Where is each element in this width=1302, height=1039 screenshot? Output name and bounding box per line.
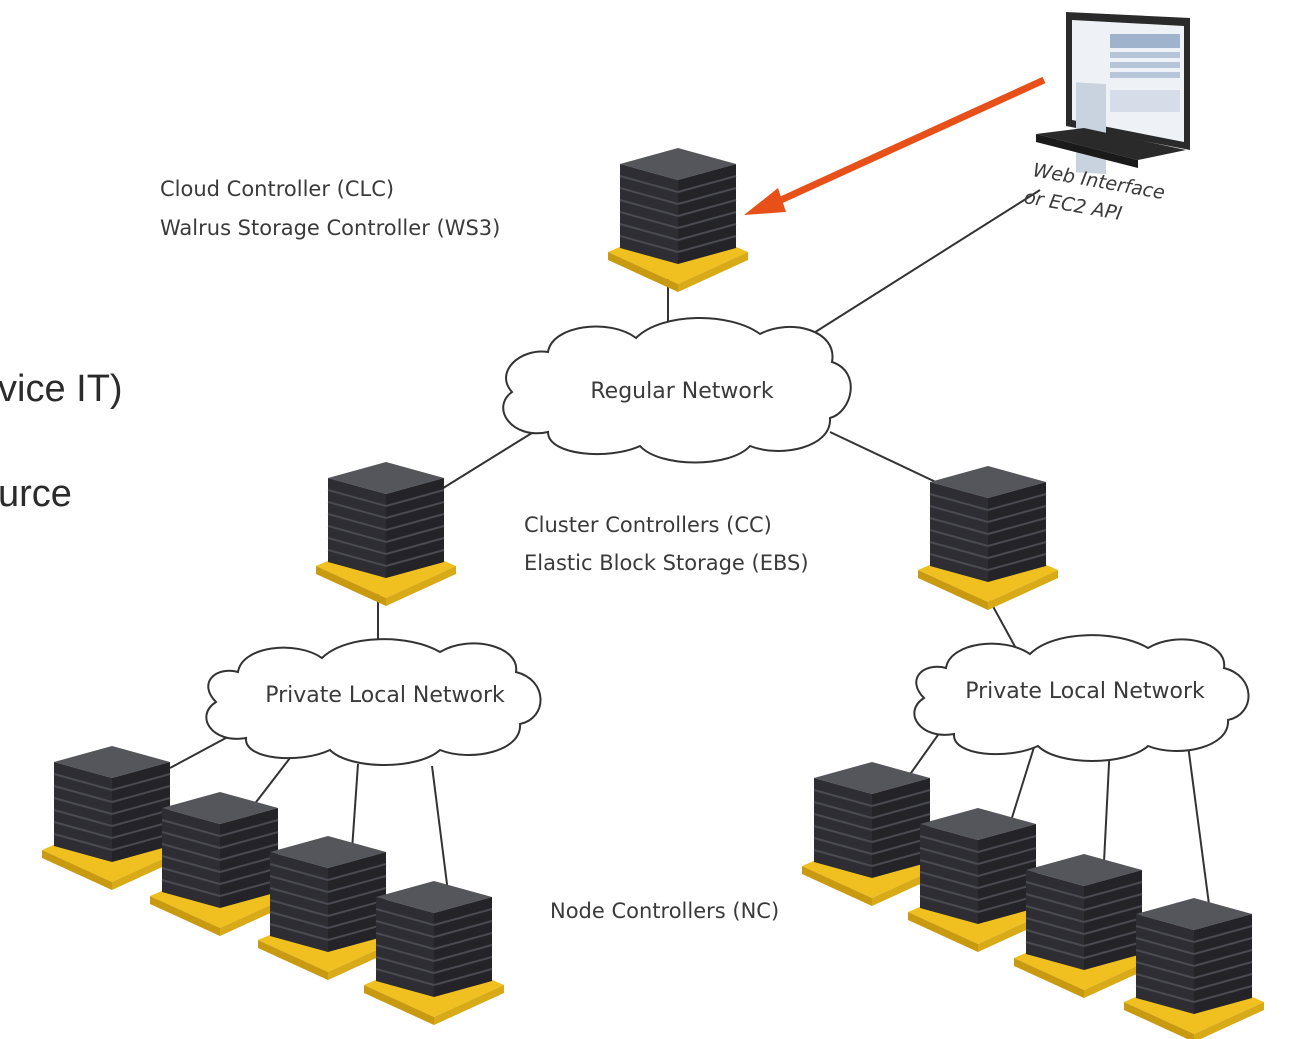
regular-network-label: Regular Network: [590, 379, 773, 404]
node-controller-left-1: [41, 745, 183, 891]
orange-arrow: [744, 76, 1046, 215]
regular-network-cloud: [502, 317, 852, 464]
cloud-controller-server: [607, 147, 749, 293]
node-controller-right-3: [1013, 853, 1155, 999]
node-controller-right-4: [1123, 897, 1265, 1039]
cc-label-line2: Elastic Block Storage (EBS): [524, 551, 809, 575]
private-network-left-cloud: [205, 638, 542, 766]
private-network-right-cloud: [913, 634, 1250, 762]
node-controller-left-4: [363, 880, 505, 1026]
private-network-left-label: Private Local Network: [265, 683, 505, 708]
computer-icon: [1036, 12, 1190, 174]
node-controller-left-2: [149, 791, 291, 937]
slide-text-fragment-2: urce: [0, 473, 72, 515]
cluster-controller-left-server: [315, 461, 457, 607]
slide-text-fragment-1: vice IT): [0, 368, 123, 410]
nc-label: Node Controllers (NC): [550, 899, 779, 923]
cc-label-line1: Cluster Controllers (CC): [524, 513, 772, 537]
clc-label-line2: Walrus Storage Controller (WS3): [160, 216, 500, 240]
private-network-right-label: Private Local Network: [965, 679, 1205, 704]
clc-label-line1: Cloud Controller (CLC): [160, 177, 394, 201]
cluster-controller-right-server: [917, 465, 1059, 611]
